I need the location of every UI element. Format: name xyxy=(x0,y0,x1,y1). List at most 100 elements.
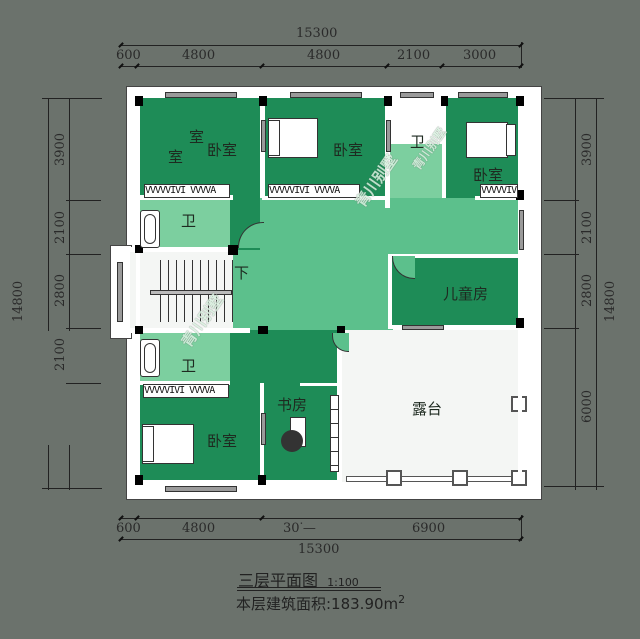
dim-line xyxy=(66,200,101,201)
window xyxy=(519,210,524,250)
window xyxy=(261,413,266,445)
dim-line xyxy=(544,200,579,201)
dim-top-seg: 3000 xyxy=(463,48,497,63)
wall xyxy=(388,254,520,258)
dim-top-seg: 600 xyxy=(116,48,141,63)
dim-line xyxy=(544,254,579,255)
room-label-bedroom-bottom-left: 卧室 xyxy=(207,432,238,450)
wall xyxy=(130,247,233,252)
drawing-title-text: 三层平面图 xyxy=(238,571,319,590)
dim-bottom-seg: 30ᐝ— xyxy=(283,521,316,536)
bed xyxy=(466,122,508,158)
room-terrace xyxy=(342,330,520,482)
column xyxy=(135,326,143,334)
dim-line xyxy=(120,45,522,46)
dim-line xyxy=(120,539,522,540)
room-label-partial: 室 xyxy=(189,128,205,146)
room-label-bathroom-top-right: 卫 xyxy=(410,133,426,151)
wall xyxy=(518,98,522,482)
bathtub xyxy=(140,339,160,377)
terrace-post xyxy=(452,470,468,486)
pillow xyxy=(506,124,516,156)
column xyxy=(228,245,238,255)
dim-top-seg: 4800 xyxy=(307,48,341,63)
dim-left-seg: 2100 xyxy=(53,210,69,245)
dim-line xyxy=(596,98,597,490)
dim-line xyxy=(42,488,102,489)
wall xyxy=(262,196,387,200)
dim-bottom-seg: 600 xyxy=(116,521,141,536)
room-label-bathroom-left-lower: 卫 xyxy=(181,357,197,375)
wall xyxy=(130,381,230,385)
dim-line xyxy=(544,328,579,329)
column xyxy=(135,475,143,485)
stair-down-label: 下 xyxy=(234,264,250,282)
column xyxy=(441,96,448,106)
dim-left-total: 14800 xyxy=(11,280,27,323)
wardrobe: VVVVVIVI VVVVA xyxy=(480,184,518,198)
wall xyxy=(388,325,520,329)
window xyxy=(165,92,237,98)
wall xyxy=(390,141,442,144)
drawing-title: 三层平面图 1:100 xyxy=(238,567,359,591)
wall xyxy=(230,328,250,333)
window xyxy=(290,92,362,98)
wall xyxy=(388,254,392,328)
wall xyxy=(442,98,446,198)
dim-line xyxy=(120,66,522,67)
room-label-terrace: 露台 xyxy=(412,400,443,418)
floor-area-superscript: 2 xyxy=(398,593,406,606)
terrace-post xyxy=(386,470,402,486)
column xyxy=(258,475,266,485)
dim-right-seg: 6000 xyxy=(580,389,596,424)
stair-handrail xyxy=(150,290,232,295)
room-bathroom-top-right-white xyxy=(390,98,442,143)
dim-top-total: 15300 xyxy=(296,26,338,41)
column xyxy=(135,96,143,106)
wall xyxy=(130,328,233,333)
room-label-bedroom-top-right: 卧室 xyxy=(473,166,504,184)
dim-line xyxy=(544,486,604,487)
wardrobe: VVVVVIVI VVVVA xyxy=(143,384,229,398)
column xyxy=(516,190,522,198)
window xyxy=(386,120,391,152)
room-bedroom-bottom-left-upper xyxy=(230,330,340,382)
dim-bottom-total: 15300 xyxy=(298,542,340,557)
window xyxy=(400,92,434,98)
dim-line xyxy=(69,98,70,331)
room-hall xyxy=(260,198,520,256)
room-bedroom-top-left xyxy=(140,98,260,198)
room-label-children: 儿童房 xyxy=(443,285,489,303)
floor-area-text: 本层建筑面积:183.90m xyxy=(236,595,399,613)
column xyxy=(135,245,143,253)
bathtub xyxy=(140,210,160,248)
column xyxy=(384,96,392,106)
dim-left-seg: 2800 xyxy=(53,273,69,308)
window xyxy=(458,92,508,98)
wardrobe: VVVVVIVI VVVVA xyxy=(144,184,230,198)
room-label-bedroom-top-middle: 卧室 xyxy=(333,141,364,159)
dim-line xyxy=(521,42,522,68)
room-label-partial: 室 xyxy=(168,148,184,166)
window xyxy=(117,262,123,322)
terrace-railing xyxy=(346,476,513,482)
dim-line xyxy=(544,98,604,99)
column xyxy=(516,318,524,328)
dim-line xyxy=(42,98,102,99)
window xyxy=(402,325,444,330)
wardrobe: VVVVVIVI VVVVA xyxy=(268,184,360,198)
wall xyxy=(385,98,390,208)
column xyxy=(259,96,267,106)
dim-right-seg: 3900 xyxy=(580,132,596,167)
dim-line xyxy=(66,383,101,384)
dim-line xyxy=(48,98,49,331)
dim-right-seg: 2800 xyxy=(580,273,596,308)
window xyxy=(165,486,237,492)
bookshelf xyxy=(330,395,339,472)
wall xyxy=(136,98,140,482)
dim-line xyxy=(66,328,101,329)
dim-line xyxy=(521,515,522,541)
column xyxy=(258,326,268,334)
room-hall-lower xyxy=(233,250,393,330)
dim-top-seg: 2100 xyxy=(397,48,431,63)
